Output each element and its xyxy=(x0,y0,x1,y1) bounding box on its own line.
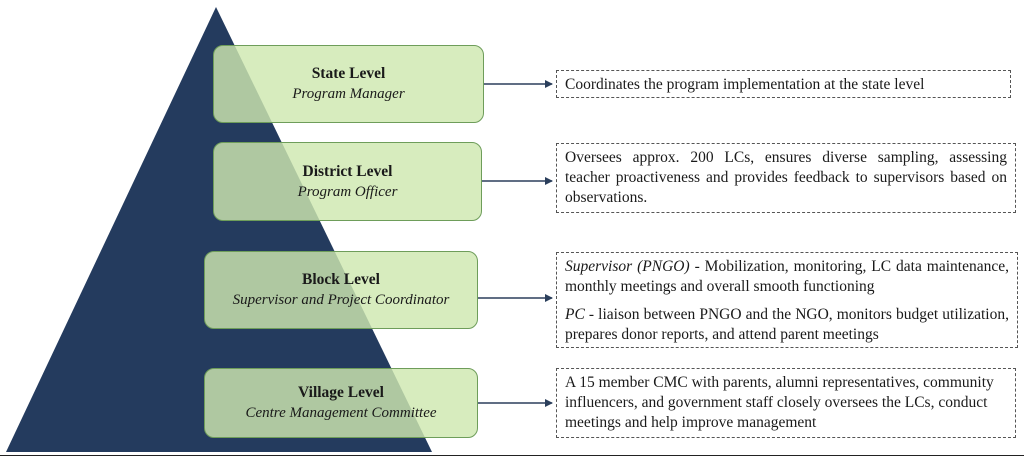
district-level-box: District Level Program Officer xyxy=(213,142,482,221)
village-description: A 15 member CMC with parents, alumni rep… xyxy=(556,368,1016,438)
state-level-box: State Level Program Manager xyxy=(213,45,484,123)
block-level-box: Block Level Supervisor and Project Coord… xyxy=(204,251,478,329)
supervisor-role-text: Supervisor (PNGO) - Mobilization, monito… xyxy=(565,257,1009,297)
description-text: - Mobilization, monitoring, LC data main… xyxy=(565,258,1009,295)
level-title: State Level xyxy=(311,65,386,82)
village-level-box: Village Level Centre Management Committe… xyxy=(204,368,478,438)
bottom-rule xyxy=(0,455,1024,456)
level-role: Supervisor and Project Coordinator xyxy=(232,292,450,308)
pc-role-text: PC - liaison between PNGO and the NGO, m… xyxy=(565,305,1009,345)
description-term: Supervisor (PNGO) xyxy=(565,258,690,275)
level-title: Village Level xyxy=(298,384,384,401)
level-title: District Level xyxy=(302,162,393,180)
level-title: Block Level xyxy=(302,271,380,288)
level-role: Program Manager xyxy=(292,86,405,102)
description-text: - liaison between PNGO and the NGO, moni… xyxy=(565,306,1009,343)
description-term: PC xyxy=(565,306,585,323)
description-text: Oversees approx. 200 LCs, ensures divers… xyxy=(565,149,1007,206)
pyramid-shape xyxy=(6,7,432,452)
block-description: Supervisor (PNGO) - Mobilization, monito… xyxy=(556,252,1018,348)
description-text: A 15 member CMC with parents, alumni rep… xyxy=(565,374,994,431)
level-role: Program Officer xyxy=(297,183,398,200)
description-text: Coordinates the program implementation a… xyxy=(565,76,925,93)
state-description: Coordinates the program implementation a… xyxy=(556,70,1011,98)
district-description: Oversees approx. 200 LCs, ensures divers… xyxy=(556,143,1016,213)
level-role: Centre Management Committee xyxy=(245,405,437,421)
